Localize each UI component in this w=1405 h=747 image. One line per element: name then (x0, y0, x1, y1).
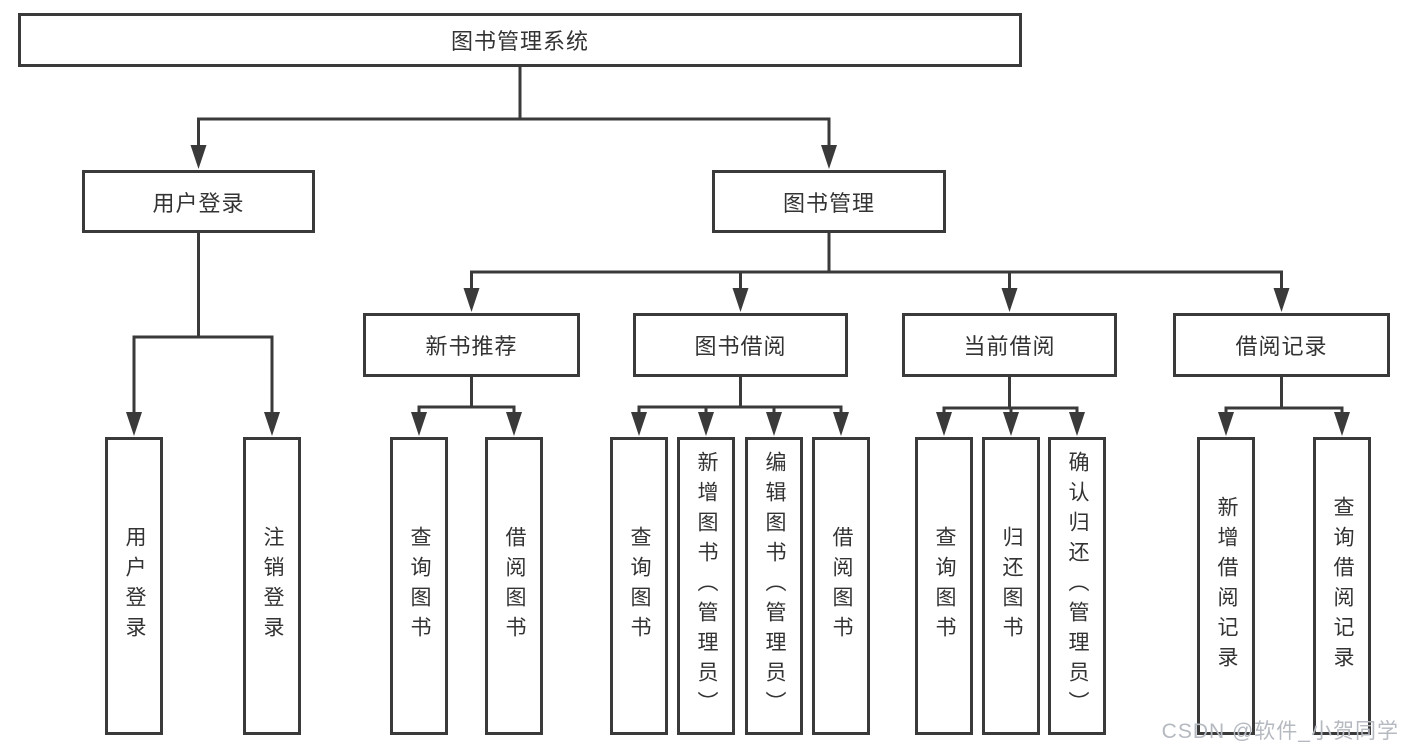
node-leaf-logout: 注销登录 (243, 437, 301, 735)
node-new-book-rec-label: 新书推荐 (425, 334, 518, 359)
node-new-book-rec: 新书推荐 (363, 313, 580, 377)
node-borrow-records: 借阅记录 (1173, 313, 1390, 377)
node-leaf-bb-edit: 编辑图书（管理员） (745, 437, 803, 735)
arrowhead-down (766, 412, 782, 436)
arrowhead-down (936, 412, 952, 436)
arrowhead-down (1001, 288, 1018, 312)
node-leaf-br-query: 查询借阅记录 (1313, 437, 1371, 735)
arrowhead-down (264, 412, 280, 436)
arrowhead-down (1069, 412, 1085, 436)
node-user-login: 用户登录 (82, 170, 315, 233)
node-leaf-rec-borrow-label: 借阅图书 (503, 526, 526, 646)
node-borrow-records-label: 借阅记录 (1235, 334, 1328, 359)
node-leaf-user-login-label: 用户登录 (123, 526, 146, 646)
node-leaf-cb-confirm: 确认归还（管理员） (1048, 437, 1106, 735)
node-leaf-rec-query: 查询图书 (390, 437, 448, 735)
node-leaf-logout-label: 注销登录 (261, 526, 284, 646)
arrowhead-down (1273, 288, 1290, 312)
node-book-mgmt: 图书管理 (712, 170, 946, 233)
node-leaf-user-login: 用户登录 (105, 437, 163, 735)
node-leaf-cb-query: 查询图书 (915, 437, 973, 735)
arrowhead-down (506, 412, 522, 436)
arrowhead-down (732, 288, 749, 312)
arrowhead-down (631, 412, 647, 436)
node-current-borrow: 当前借阅 (902, 313, 1117, 377)
node-leaf-cb-query-label: 查询图书 (933, 526, 956, 646)
arrowhead-down (1334, 412, 1350, 436)
node-leaf-br-add: 新增借阅记录 (1197, 437, 1255, 735)
arrowhead-down (126, 412, 142, 436)
arrowhead-down (190, 145, 207, 169)
node-current-borrow-label: 当前借阅 (963, 334, 1056, 359)
node-leaf-rec-borrow: 借阅图书 (485, 437, 543, 735)
node-root-label: 图书管理系统 (450, 29, 589, 54)
node-book-mgmt-label: 图书管理 (782, 190, 875, 216)
arrowhead-down (821, 145, 837, 169)
node-leaf-cb-return: 归还图书 (982, 437, 1040, 735)
node-leaf-bb-borrow: 借阅图书 (812, 437, 870, 735)
node-user-login-label: 用户登录 (152, 190, 245, 216)
node-leaf-bb-add: 新增图书（管理员） (677, 437, 735, 735)
node-book-borrow-label: 图书借阅 (694, 334, 787, 359)
node-leaf-bb-edit-label: 编辑图书（管理员） (763, 451, 786, 721)
node-leaf-bb-query-label: 查询图书 (628, 526, 651, 646)
node-leaf-bb-add-label: 新增图书（管理员） (695, 451, 718, 721)
arrowhead-down (1003, 412, 1019, 436)
node-book-borrow: 图书借阅 (633, 313, 848, 377)
arrowhead-down (698, 412, 714, 436)
node-leaf-cb-return-label: 归还图书 (1000, 526, 1023, 646)
node-leaf-bb-query: 查询图书 (610, 437, 668, 735)
node-root: 图书管理系统 (18, 13, 1022, 67)
arrowhead-down (833, 412, 849, 436)
node-leaf-br-query-label: 查询借阅记录 (1331, 496, 1354, 676)
node-leaf-cb-confirm-label: 确认归还（管理员） (1066, 451, 1089, 721)
arrowhead-down (1218, 412, 1234, 436)
node-leaf-br-add-label: 新增借阅记录 (1215, 496, 1238, 676)
arrowhead-down (411, 412, 427, 436)
node-leaf-rec-query-label: 查询图书 (408, 526, 431, 646)
node-leaf-bb-borrow-label: 借阅图书 (830, 526, 853, 646)
arrowhead-down (463, 288, 480, 312)
